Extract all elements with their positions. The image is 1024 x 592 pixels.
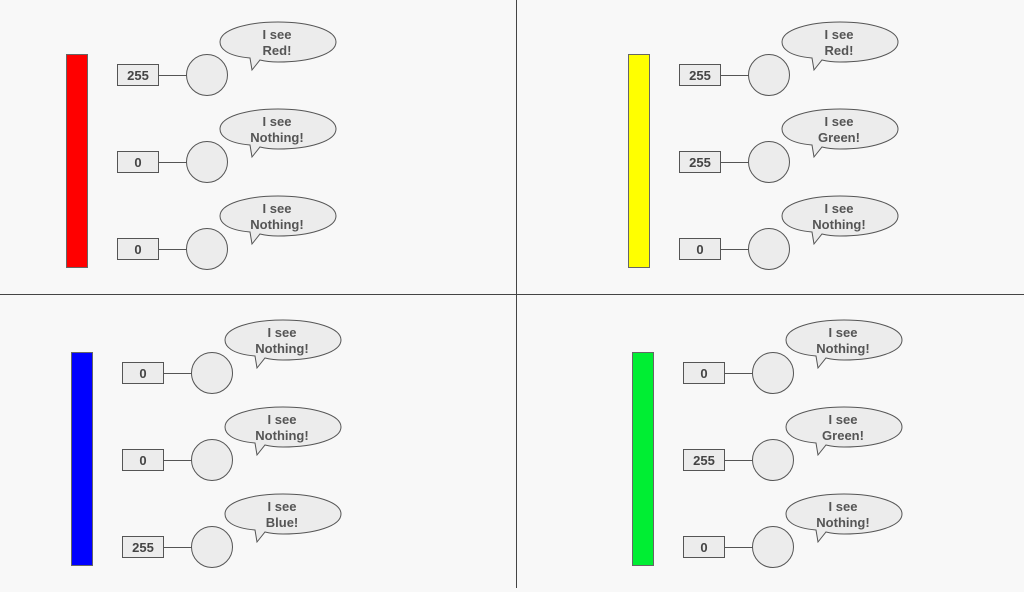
connector-line: [725, 547, 753, 548]
bubble-text-line2: Red!: [824, 43, 854, 58]
connector-line: [164, 460, 192, 461]
bubble-text-line2: Blue!: [265, 515, 299, 530]
bubble-text-line2: Nothing!: [816, 515, 870, 530]
sensor-circle: [748, 54, 790, 96]
sensor-circle: [748, 228, 790, 270]
channel-value-box: 0: [679, 238, 721, 260]
bubble-text-line1: I see: [267, 325, 297, 340]
bubble-text-line2: Nothing!: [816, 341, 870, 356]
color-bar: [628, 54, 650, 268]
connector-line: [159, 249, 187, 250]
channel-value-box: 255: [683, 449, 725, 471]
sensor-circle: [186, 141, 228, 183]
sensor-circle: [186, 228, 228, 270]
sensor-circle: [752, 439, 794, 481]
bubble-text-line2: Nothing!: [250, 130, 304, 145]
bubble-text-line2: Nothing!: [255, 341, 309, 356]
channel-value-box: 255: [679, 151, 721, 173]
bubble-text-line2: Green!: [818, 130, 860, 145]
channel-value-box: 255: [117, 64, 159, 86]
bubble-text-line2: Green!: [822, 428, 864, 443]
bubble-text-line1: I see: [267, 412, 297, 427]
connector-line: [725, 373, 753, 374]
bubble-text-line1: I see: [824, 27, 854, 42]
connector-line: [725, 460, 753, 461]
sensor-circle: [752, 526, 794, 568]
channel-value-box: 255: [679, 64, 721, 86]
bubble-text-line1: I see: [828, 325, 858, 340]
channel-value-box: 0: [117, 238, 159, 260]
connector-line: [164, 373, 192, 374]
channel-value-box: 0: [122, 449, 164, 471]
bubble-text-line2: Nothing!: [250, 217, 304, 232]
sensor-circle: [191, 526, 233, 568]
channel-value-box: 0: [683, 362, 725, 384]
sensor-circle: [191, 352, 233, 394]
bubble-text-line2: Red!: [262, 43, 292, 58]
channel-value-box: 255: [122, 536, 164, 558]
bubble-text-line1: I see: [828, 499, 858, 514]
horizontal-divider: [0, 294, 1024, 295]
connector-line: [164, 547, 192, 548]
bubble-text-line1: I see: [262, 27, 292, 42]
color-bar: [632, 352, 654, 566]
connector-line: [721, 75, 749, 76]
sensor-circle: [186, 54, 228, 96]
bubble-text-line1: I see: [262, 114, 292, 129]
sensor-circle: [752, 352, 794, 394]
color-bar: [66, 54, 88, 268]
bubble-text-line2: Nothing!: [812, 217, 866, 232]
channel-value-box: 0: [122, 362, 164, 384]
connector-line: [159, 162, 187, 163]
bubble-text-line2: Nothing!: [255, 428, 309, 443]
channel-value-box: 0: [117, 151, 159, 173]
bubble-text-line1: I see: [824, 114, 854, 129]
sensor-circle: [748, 141, 790, 183]
bubble-text-line1: I see: [267, 499, 297, 514]
color-bar: [71, 352, 93, 566]
bubble-text-line1: I see: [824, 201, 854, 216]
bubble-text-line1: I see: [828, 412, 858, 427]
bubble-text-line1: I see: [262, 201, 292, 216]
sensor-circle: [191, 439, 233, 481]
channel-value-box: 0: [683, 536, 725, 558]
connector-line: [721, 162, 749, 163]
connector-line: [159, 75, 187, 76]
connector-line: [721, 249, 749, 250]
